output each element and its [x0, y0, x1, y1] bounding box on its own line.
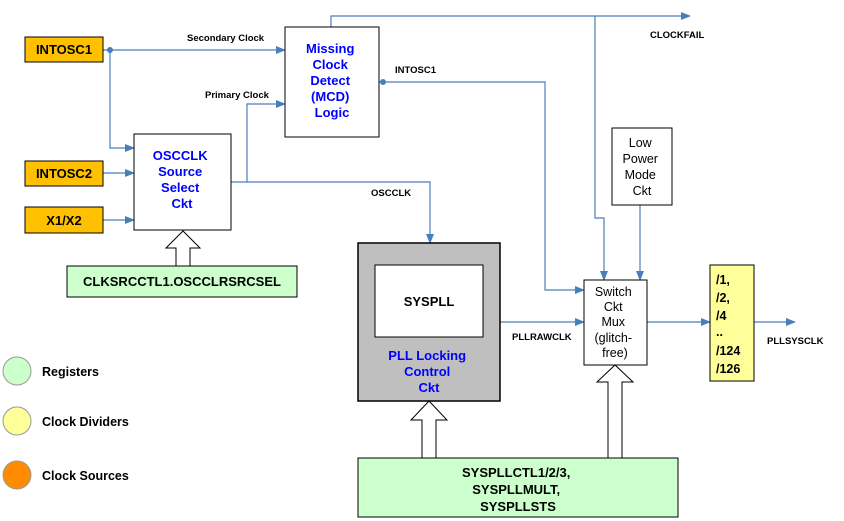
pll-locking-line-1: PLL Locking: [388, 348, 466, 363]
pll-block: SYSPLL PLL Locking Control Ckt: [357, 242, 501, 402]
wire-clockfail-to-mux: [594, 16, 608, 281]
switch-mux-line-4: (glitch-: [595, 331, 633, 345]
mcd-line-4: (MCD): [311, 89, 349, 104]
legend-registers-label: Registers: [42, 365, 99, 379]
legend-dividers-label: Clock Dividers: [42, 415, 129, 429]
switch-mux-line-5: free): [602, 346, 628, 360]
svg-text:Missing Clock Dete: Missing Clock Detect (MCD) Logic: [306, 41, 358, 120]
wire-oscclk: [231, 181, 434, 244]
pll-locking-line-3: Ckt: [419, 380, 441, 395]
low-power-line-1: Low: [629, 136, 653, 150]
mcd-line-3: Detect: [310, 73, 350, 88]
switch-mux-block: Switch Ckt Mux (glitch- free): [583, 279, 648, 366]
svg-text:SYSPLLCTL1/2/3, SYSPLLMU: SYSPLLCTL1/2/3, SYSPLLMULT, SYSPLLSTS: [462, 465, 574, 514]
pll-locking-line-2: Control: [404, 364, 450, 379]
wire-primary-clock: [246, 100, 286, 182]
svg-text:Switch Ckt Mux: Switch Ckt Mux (glitch- free): [595, 285, 636, 360]
switch-mux-line-1: Switch: [595, 285, 632, 299]
register-syspll-line-3: SYSPLLSTS: [480, 499, 556, 514]
register-syspll-line-1: SYSPLLCTL1/2/3,: [462, 465, 570, 480]
legend-sources-label: Clock Sources: [42, 469, 129, 483]
source-x1x2-label: X1/X2: [46, 213, 81, 228]
register-clksrcctl: CLKSRCCTL1.OSCCLRSRCSEL: [66, 265, 298, 298]
mcd-line-2: Clock: [312, 57, 348, 72]
syspll-label: SYSPLL: [404, 294, 455, 309]
low-power-line-3: Mode: [625, 168, 656, 182]
divider-line-5: /124: [716, 344, 740, 358]
source-intosc1: INTOSC1: [24, 36, 104, 63]
register-syspll: SYSPLLCTL1/2/3, SYSPLLMULT, SYSPLLSTS: [357, 457, 679, 518]
legend-swatch-sources: [2, 460, 32, 490]
register-syspll-line-2: SYSPLLMULT,: [472, 482, 560, 497]
source-intosc2: INTOSC2: [24, 160, 104, 187]
source-x1x2: X1/X2: [24, 206, 104, 234]
switch-mux-line-3: Mux: [601, 315, 625, 329]
label-clockfail: CLOCKFAIL: [650, 30, 705, 41]
label-primary-clock: Primary Clock: [205, 90, 270, 101]
divider-line-4: ..: [716, 325, 723, 339]
svg-text:OSCCLK Source Sele: OSCCLK Source Select Ckt: [153, 148, 212, 211]
low-power-block: Low Power Mode Ckt: [611, 127, 673, 206]
register-arrow-pll: [409, 400, 449, 459]
mcd-block: Missing Clock Detect (MCD) Logic: [284, 26, 380, 138]
divider-line-6: /126: [716, 362, 740, 376]
register-clksrcctl-label: CLKSRCCTL1.OSCCLRSRCSEL: [83, 274, 281, 289]
svg-text:Low Power Mode: Low Power Mode Ckt: [623, 136, 662, 198]
switch-mux-line-2: Ckt: [604, 300, 623, 314]
legend-swatch-dividers: [2, 406, 32, 436]
osc-select-line-4: Ckt: [172, 196, 194, 211]
wire-mcd-intosc1: [379, 81, 585, 294]
svg-text:PLL Locking Control: PLL Locking Control Ckt: [388, 348, 469, 395]
signal-labels: Secondary Clock Primary Clock INTOSC1 CL…: [187, 30, 824, 347]
divider-line-2: /2,: [716, 291, 730, 305]
osc-select-line-2: Source: [158, 164, 202, 179]
legend-swatch-registers: [2, 356, 32, 386]
connections: [103, 12, 796, 326]
mcd-line-1: Missing: [306, 41, 354, 56]
register-arrow-mux: [595, 364, 635, 459]
low-power-line-2: Power: [623, 152, 658, 166]
label-pllsysclk: PLLSYSCLK: [767, 336, 824, 347]
junction-mcd-out: [380, 79, 386, 85]
label-oscclk: OSCCLK: [371, 188, 411, 199]
label-pllrawclk: PLLRAWCLK: [512, 332, 572, 343]
divider-line-1: /1,: [716, 273, 730, 287]
osc-select-line-1: OSCCLK: [153, 148, 209, 163]
osc-select-block: OSCCLK Source Select Ckt: [133, 133, 232, 231]
wire-intosc1-to-select: [109, 50, 135, 152]
label-intosc1-out: INTOSC1: [395, 65, 437, 76]
junction-intosc1: [107, 47, 113, 53]
mcd-line-5: Logic: [315, 105, 350, 120]
clock-divider-block: /1, /2, /4 .. /124 /126: [709, 264, 755, 382]
low-power-line-4: Ckt: [633, 184, 652, 198]
osc-select-line-3: Select: [161, 180, 200, 195]
divider-line-3: /4: [716, 309, 726, 323]
label-secondary-clock: Secondary Clock: [187, 33, 265, 44]
legend: Registers Clock Dividers Clock Sources: [2, 356, 129, 490]
source-intosc2-label: INTOSC2: [36, 166, 92, 181]
source-intosc1-label: INTOSC1: [36, 42, 92, 57]
svg-text:/1, /2, /4 .: /1, /2, /4 .. /124 /126: [716, 273, 744, 376]
wire-clockfail: [330, 12, 691, 27]
register-arrow-clksrc: [164, 230, 202, 267]
